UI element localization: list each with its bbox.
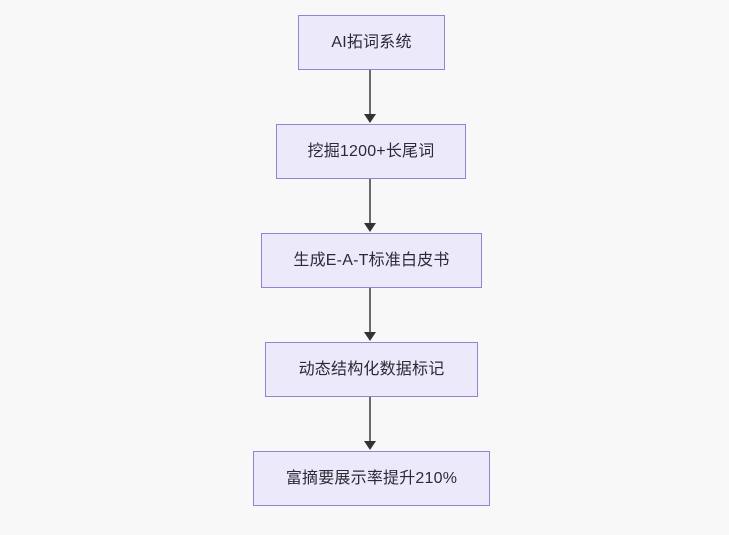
flowchart-edge-4-arrowhead-icon xyxy=(364,441,376,450)
flowchart-edge-2-arrowhead-icon xyxy=(364,223,376,232)
flowchart-node-4[interactable]: 动态结构化数据标记 xyxy=(265,342,478,397)
flowchart-edge-3-arrowhead-icon xyxy=(364,332,376,341)
flowchart-edge-1-line xyxy=(369,70,371,117)
flowchart-node-3[interactable]: 生成E-A-T标准白皮书 xyxy=(261,233,482,288)
flowchart-node-2-label: 挖掘1200+长尾词 xyxy=(307,142,435,160)
flowchart-node-3-label: 生成E-A-T标准白皮书 xyxy=(293,251,450,269)
flowchart-node-5[interactable]: 富摘要展示率提升210% xyxy=(253,451,490,506)
flowchart-edge-3-line xyxy=(369,288,371,335)
flowchart-edge-2-line xyxy=(369,179,371,226)
flowchart-edge-4-line xyxy=(369,397,371,444)
flowchart-edge-1-arrowhead-icon xyxy=(364,114,376,123)
flowchart-node-5-label: 富摘要展示率提升210% xyxy=(285,469,458,487)
flowchart-node-1[interactable]: AI拓词系统 xyxy=(298,15,445,70)
flowchart-node-4-label: 动态结构化数据标记 xyxy=(298,360,445,378)
flowchart-node-1-label: AI拓词系统 xyxy=(331,33,412,51)
flowchart-node-2[interactable]: 挖掘1200+长尾词 xyxy=(276,124,466,179)
